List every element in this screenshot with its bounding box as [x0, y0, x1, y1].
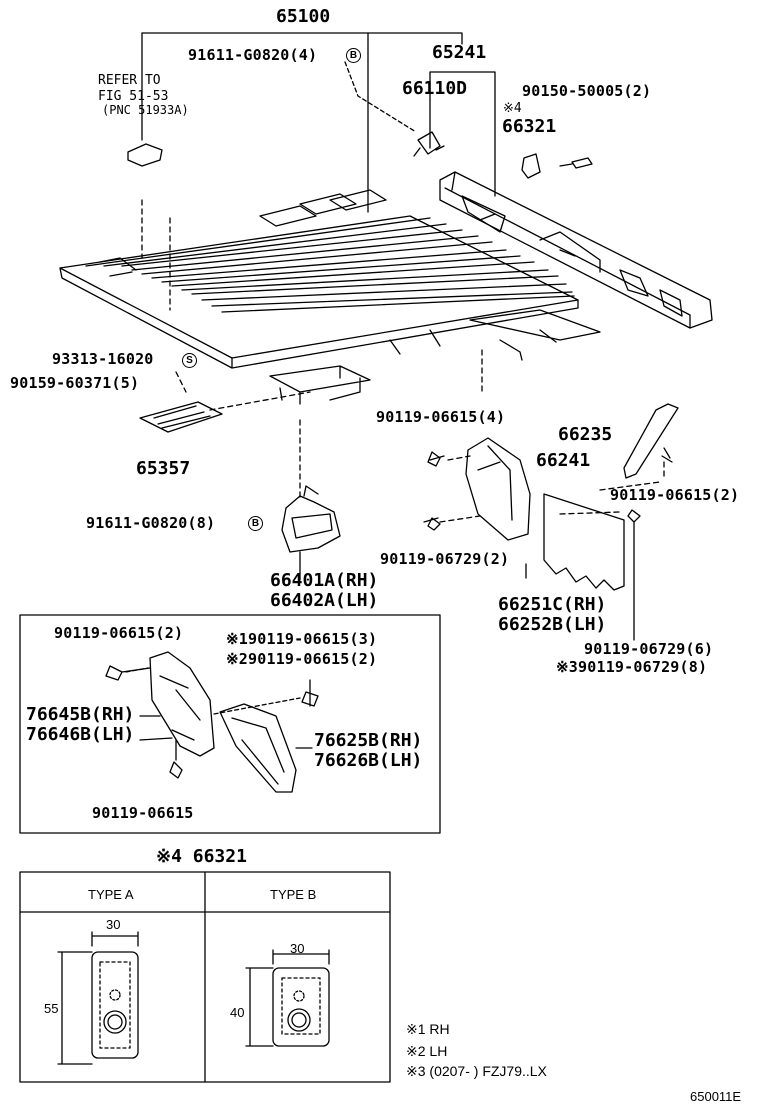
label-65241: 65241 — [432, 42, 487, 63]
marker-b-top: B — [346, 48, 361, 63]
rear-crossmember-65241 — [439, 171, 713, 329]
label-66110d: 66110D — [402, 78, 468, 99]
bolt-leaders-right — [427, 451, 641, 641]
floor-panel-65100 — [59, 189, 601, 405]
bracket-66321 — [521, 153, 593, 179]
stay-66235 — [623, 403, 679, 479]
label-66235: 66235 — [558, 424, 613, 445]
table-title: ※4 66321 — [156, 846, 247, 867]
label-66401a: 66401A(RH) — [270, 570, 379, 591]
label-90119-4: 90119-06615(4) — [376, 408, 506, 426]
dashed-leaders — [141, 199, 665, 523]
note-3: ※3 (0207- ) FZJ79..LX — [406, 1063, 547, 1079]
label-65357: 65357 — [136, 458, 191, 479]
label-90119-729-6: 90119-06729(6) — [584, 640, 714, 658]
table-type-a: TYPE A — [88, 887, 134, 902]
clip-66110d — [344, 61, 445, 157]
label-66251c: 66251C(RH) — [498, 594, 607, 615]
label-note4-top: ※4 — [503, 101, 522, 116]
bracket-66401a — [281, 485, 341, 581]
marker-s: S — [182, 353, 197, 368]
label-93313: 93313-16020 — [52, 350, 154, 368]
leader-65100 — [141, 32, 496, 213]
inset-box — [19, 614, 441, 834]
label-66321: 66321 — [502, 116, 557, 137]
note-1: ※1 RH — [406, 1021, 450, 1037]
label-inset-90119-3: ※190119-06615(3) — [226, 630, 378, 648]
label-inset-90119-2: 90119-06615(2) — [54, 624, 184, 642]
bracket-refer — [127, 143, 163, 167]
label-90119-2a: 90119-06615(2) — [610, 486, 740, 504]
label-refer-2: FIG 51-53 — [98, 89, 169, 104]
label-refer-3: (PNC 51933A) — [102, 103, 189, 117]
label-refer-1: REFER TO — [98, 73, 161, 88]
inset-parts — [105, 651, 319, 793]
label-inset-90119-2b: ※290119-06615(2) — [226, 650, 378, 668]
label-91611-top: 91611-G0820(4) — [188, 46, 318, 64]
label-76646b: 76646B(LH) — [26, 724, 135, 745]
label-65100: 65100 — [276, 6, 331, 27]
label-91611-mid: 91611-G0820(8) — [86, 514, 216, 532]
label-76626b: 76626B(LH) — [314, 750, 423, 771]
table-a-height: 55 — [44, 1001, 59, 1016]
label-66241: 66241 — [536, 450, 591, 471]
label-66402a: 66402A(LH) — [270, 590, 379, 611]
table-b-width: 30 — [290, 941, 305, 956]
label-90119-729-2: 90119-06729(2) — [380, 550, 510, 568]
table-a-width: 30 — [106, 917, 121, 932]
table-b-height: 40 — [230, 1005, 245, 1020]
cover-65357 — [139, 401, 223, 433]
note-2: ※2 LH — [406, 1043, 448, 1059]
type-table — [19, 871, 391, 1083]
label-90119-729-8: ※390119-06729(8) — [556, 658, 708, 676]
table-type-b: TYPE B — [270, 887, 317, 902]
label-90159: 90159-60371(5) — [10, 374, 140, 392]
figure-id: 650011E — [690, 1089, 742, 1104]
label-76645b: 76645B(RH) — [26, 704, 135, 725]
label-66252b: 66252B(LH) — [498, 614, 607, 635]
label-76625b: 76625B(RH) — [314, 730, 423, 751]
marker-b-mid: B — [248, 516, 263, 531]
label-90150: 90150-50005(2) — [522, 82, 652, 100]
mudflap-66251c — [525, 493, 625, 591]
label-inset-90119: 90119-06615 — [92, 804, 194, 822]
